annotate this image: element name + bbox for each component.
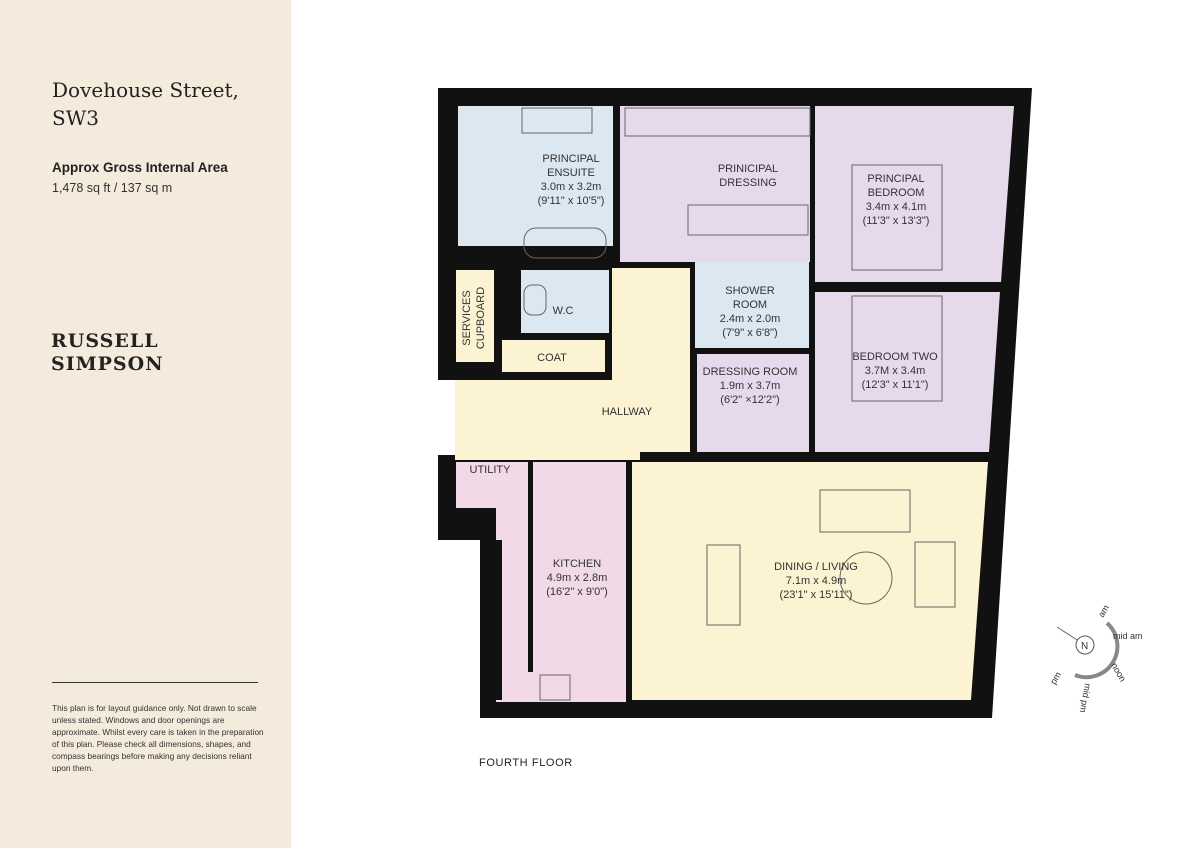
room-label: HALLWAY (602, 406, 653, 418)
room-label: BEDROOM (868, 187, 925, 199)
compass-mid-am: mid am (1113, 631, 1143, 641)
info-panel: Dovehouse Street, SW3 Approx Gross Inter… (0, 0, 291, 848)
principal-bed-icon (851, 164, 943, 271)
room-label: 3.7M x 3.4m (865, 365, 926, 377)
furniture (521, 107, 956, 701)
room-labels: PRINCIPAL ENSUITE 3.0m x 3.2m (9'11" x 10'5… (461, 153, 938, 601)
room-label: 3.4m x 4.1m (866, 201, 927, 213)
room-label: (6'2" ×12'2") (720, 394, 779, 406)
room-label: KITCHEN (553, 558, 601, 570)
room-label: ENSUITE (547, 167, 595, 179)
wardrobe-icon (687, 204, 809, 236)
brand-logo: RUSSELL SIMPSON (51, 330, 164, 376)
bedroom-two-bed-icon (851, 295, 943, 402)
compass: N am mid am noon mid pm pm (1048, 603, 1142, 713)
compass-am: am (1096, 603, 1111, 619)
divider (52, 682, 258, 683)
room-label: SERVICES (461, 290, 473, 345)
floor-label: FOURTH FLOOR (479, 757, 573, 769)
room-label: ROOM (733, 299, 767, 311)
room-label: (16'2" x 9'0") (546, 586, 608, 598)
room-bedroom-two (815, 292, 1000, 452)
bathtub-icon (523, 227, 607, 259)
sink-icon (521, 107, 593, 134)
wall-segment (528, 462, 533, 672)
room-wc (521, 270, 609, 333)
room-label: 1.9m x 3.7m (720, 380, 781, 392)
property-title: Dovehouse Street, SW3 (52, 76, 239, 132)
room-dressing-room (697, 354, 809, 452)
compass-noon: noon (1109, 661, 1128, 683)
kitchen-recess (482, 540, 502, 700)
room-label: COAT (537, 352, 567, 364)
compass-icon (1075, 635, 1095, 655)
compass-pm: pm (1048, 670, 1063, 686)
room-label: PRINICIPAL (718, 163, 778, 175)
sofa-icon (819, 489, 911, 533)
logo-line-2: SIMPSON (51, 353, 164, 375)
room-label: 3.0m x 3.2m (541, 181, 602, 193)
room-principal-bedroom (815, 106, 1014, 282)
room-label: (11'3" x 13'3") (863, 215, 930, 227)
room-label: W.C (553, 305, 574, 317)
room-hallway (455, 268, 690, 460)
dining-table-icon (706, 544, 741, 626)
room-label: UTILITY (470, 464, 512, 476)
room-dining-living (632, 462, 988, 700)
room-label: 4.9m x 2.8m (547, 572, 608, 584)
room-label: (7'9" x 6'8") (722, 327, 777, 339)
wardrobe-icon (624, 107, 811, 137)
title-line-street: Dovehouse Street, (52, 78, 239, 102)
room-label: (12'3" x 11'1") (862, 379, 929, 391)
room-label: DRESSING (719, 177, 776, 189)
room-label: DRESSING ROOM (703, 366, 798, 378)
compass-north: N (1081, 641, 1088, 652)
coffee-table-icon (839, 551, 893, 605)
room-kitchen (496, 462, 626, 702)
room-label: DINING / LIVING (774, 561, 858, 573)
room-label: (23'1" x 15'11") (780, 589, 853, 601)
room-principal-ensuite (458, 106, 613, 246)
disclaimer: This plan is for layout guidance only. N… (52, 703, 264, 773)
room-label: 2.4m x 2.0m (720, 313, 781, 325)
area-label: Approx Gross Internal Area (52, 160, 228, 175)
room-label: (9'11" x 10'5") (538, 195, 605, 207)
toilet-icon (523, 284, 547, 316)
room-label: PRINCIPAL (542, 153, 599, 165)
room-label: SHOWER (725, 285, 775, 297)
room-label: BEDROOM TWO (852, 351, 938, 363)
room-principal-dressing (620, 106, 810, 262)
room-services-cupboard (456, 270, 494, 362)
hob-icon (539, 674, 571, 701)
title-line-postcode: SW3 (52, 106, 99, 130)
room-label: CUPBOARD (475, 287, 487, 349)
room-shower (695, 262, 809, 348)
rooms (455, 106, 1014, 702)
logo-line-1: RUSSELL (51, 330, 159, 352)
room-coat (502, 340, 605, 372)
room-label: 7.1m x 4.9m (786, 575, 847, 587)
room-label: PRINCIPAL (867, 173, 924, 185)
armchair-icon (914, 541, 956, 608)
area-value: 1,478 sq ft / 137 sq m (52, 181, 173, 195)
compass-mid-pm: mid pm (1078, 683, 1093, 714)
